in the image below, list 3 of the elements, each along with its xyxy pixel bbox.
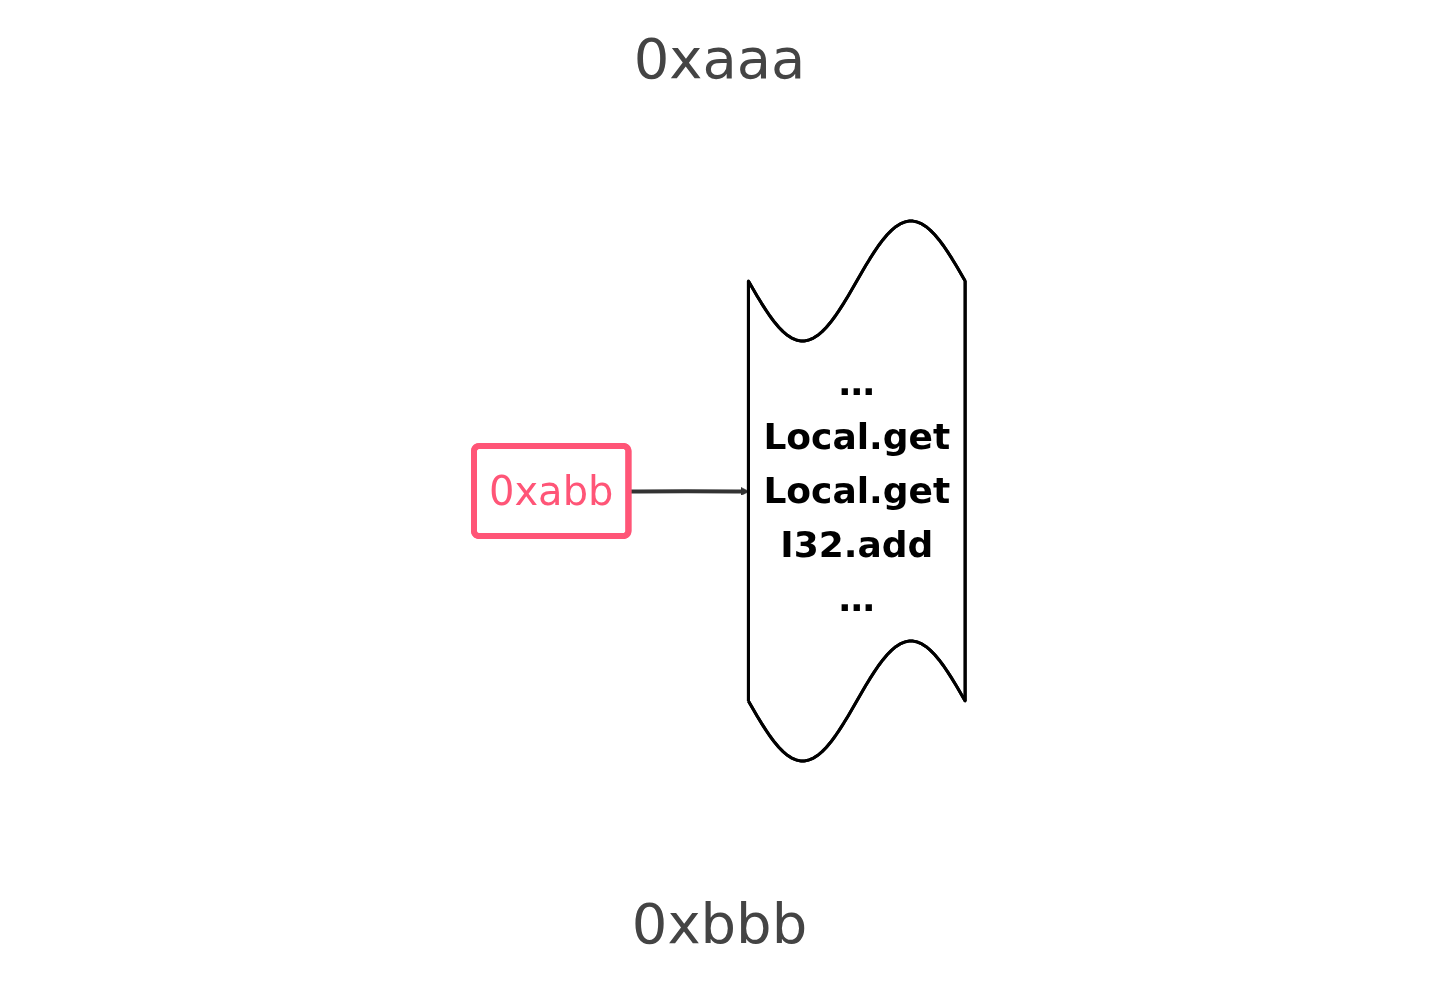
address-label: 0xbbb [631, 891, 808, 956]
arrow [628, 487, 750, 496]
address-label: 0xaaa [633, 26, 806, 91]
